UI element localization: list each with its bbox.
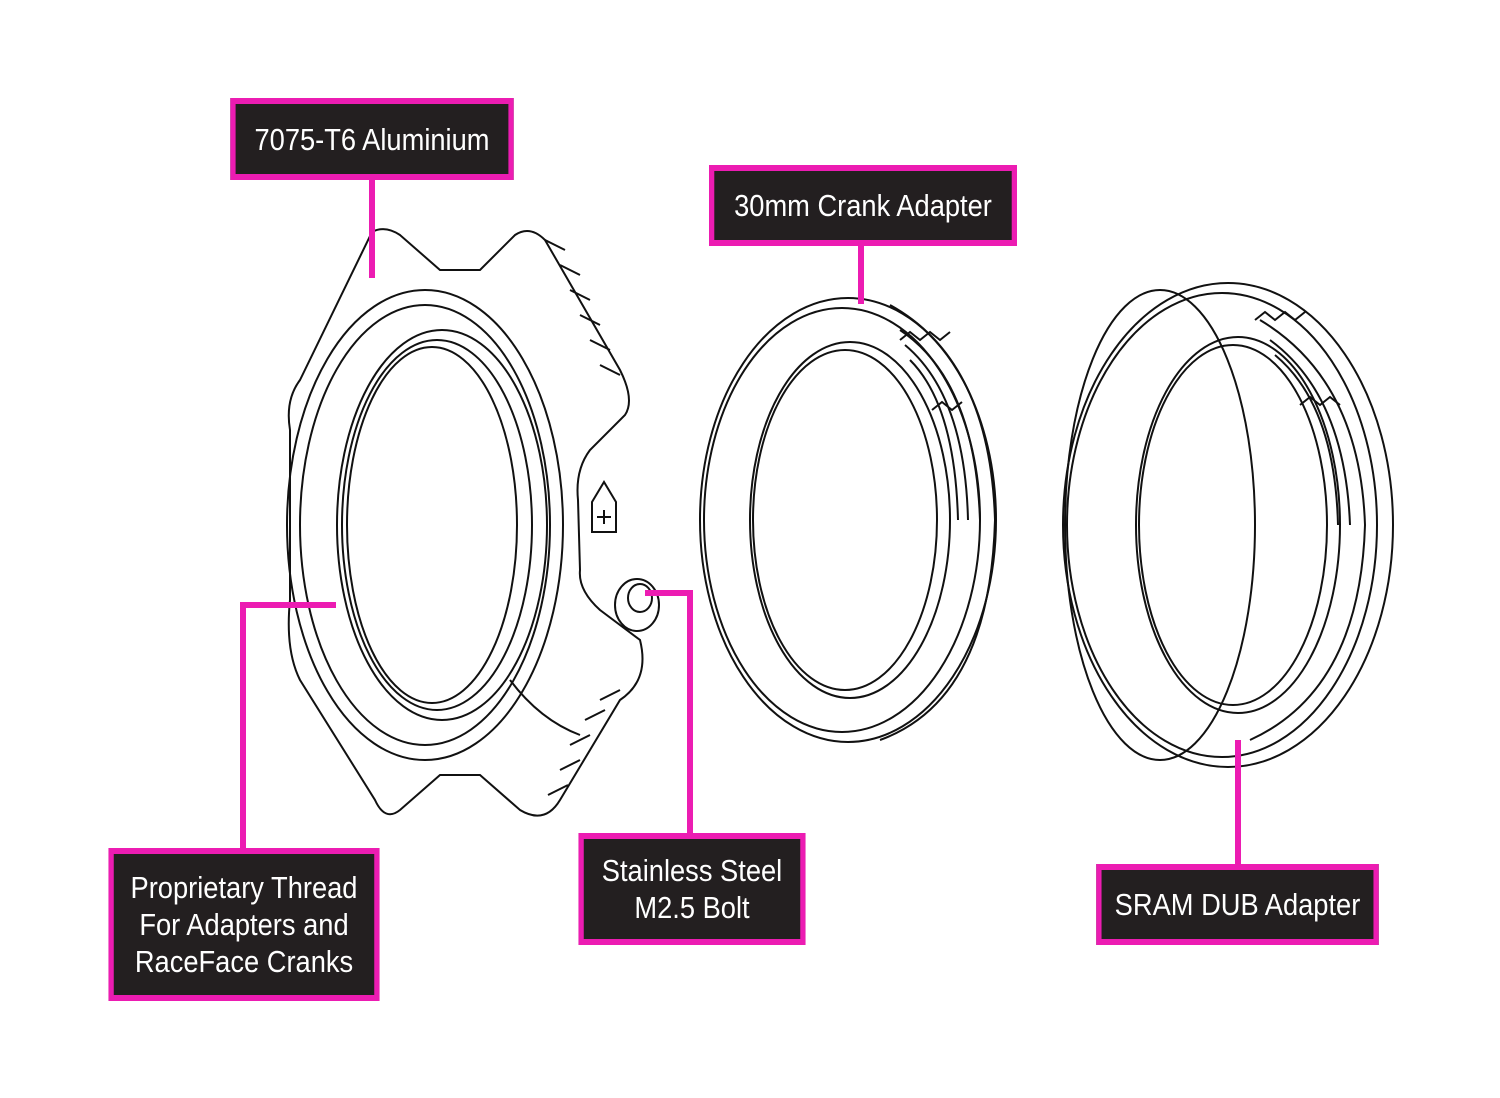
- crank-adapter-drawing: [699, 297, 997, 743]
- thread-callout: Proprietary Thread For Adapters and Race…: [108, 848, 380, 1001]
- thread-leader-line-horizontal: [240, 602, 336, 608]
- callout-text: RaceFace Cranks: [134, 944, 354, 979]
- crank-adapter-callout: 30mm Crank Adapter: [709, 165, 1017, 246]
- bolt-leader-line-vertical: [687, 590, 693, 835]
- dub-adapter-drawing: [1062, 282, 1394, 768]
- material-leader-line: [369, 178, 375, 278]
- callout-text: 7075-T6 Aluminium: [254, 121, 490, 157]
- bolt-leader-line-horizontal: [645, 590, 693, 596]
- thread-leader-line-vertical: [240, 602, 246, 850]
- dub-adapter-callout: SRAM DUB Adapter: [1096, 864, 1379, 945]
- callout-text: Stainless Steel: [601, 853, 783, 888]
- bolt-callout: Stainless Steel M2.5 Bolt: [578, 833, 806, 945]
- callout-text: M2.5 Bolt: [634, 890, 750, 925]
- callout-text: Proprietary Thread: [130, 870, 358, 905]
- main-body-drawing: [286, 228, 660, 817]
- callout-text: SRAM DUB Adapter: [1114, 887, 1361, 922]
- crank-adapter-leader-line: [858, 244, 864, 304]
- material-callout: 7075-T6 Aluminium: [230, 98, 514, 180]
- callout-text: For Adapters and: [139, 907, 349, 942]
- callout-text: 30mm Crank Adapter: [734, 188, 992, 223]
- dub-adapter-leader-line: [1235, 740, 1241, 866]
